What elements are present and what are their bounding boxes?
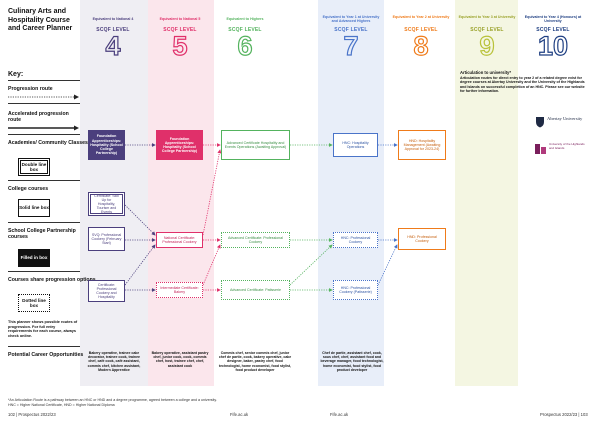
key-divider (8, 222, 80, 223)
course-foundation-apprenticeship-4: Foundation Apprenticeships: Hospitality … (88, 130, 125, 160)
course-skill-up-hospitality: Certificate: Skill Up for Hospitality, T… (88, 192, 125, 216)
footer-left: 102 | Prospectus 2022/23 (8, 412, 56, 417)
course-hnc-patisserie: HNC: Professional Cookery (Patisserie) (333, 280, 378, 300)
key-note: This planner shows possible routes of pr… (8, 320, 78, 338)
double-line-box-sample: Double line box (18, 158, 50, 176)
footnote-articulation: *An Articulation Route is a pathway betw… (8, 398, 217, 402)
scqf-level-number: 7 (343, 31, 359, 61)
career-list-4: Bakery operative, trainee cake decorator… (87, 351, 141, 372)
key-divider (8, 180, 80, 181)
key-progression-label: Progression route (8, 86, 53, 92)
column-bg-5 (148, 0, 214, 386)
key-academies-label: Academies/ Community Classes (8, 140, 88, 146)
scqf-label: SCQF LEVEL (334, 27, 368, 33)
footnote-abbreviations: HNC = Higher National Certificate, HND =… (8, 403, 115, 407)
dotted-line-box-sample: Dotted line box (18, 294, 50, 312)
solid-line-box-sample: Solid line box (18, 199, 50, 217)
scqf-level-number: 10 (537, 31, 569, 61)
course-adv-cert-patisserie: Advanced Certificate: Patisserie (221, 280, 290, 300)
key-divider (8, 103, 80, 104)
equivalent-label: Equivalent to Year 2 at University (392, 15, 450, 19)
footer-url-left[interactable]: Fife.ac.uk (230, 412, 249, 417)
course-adv-cert-cookery: Advanced Certificate: Professional Cooke… (221, 232, 290, 248)
articulation-heading: Articulation to university* (460, 70, 511, 75)
key-shared-label: Courses share progression options (8, 277, 96, 283)
crest-icon (536, 117, 544, 128)
key-divider (8, 271, 80, 272)
footer-right: Prospectus 2022/23 | 103 (540, 412, 588, 417)
scqf-label: SCQF LEVEL (404, 27, 438, 33)
key-accelerated-label: Accelerated progression route (8, 111, 69, 123)
career-list-7: Chef de partie, assistant chef, cook, so… (320, 351, 384, 372)
course-national-cert-cookery: National Certificate: Professional Cooke… (156, 232, 203, 248)
uhi-logo-text: University of the Highlands and Islands (549, 142, 585, 150)
column-bg-7 (318, 0, 384, 386)
key-heading: Key: (8, 71, 24, 78)
course-svq-cookery: SVQ: Professional Cookery (February Star… (88, 227, 125, 251)
equivalent-label: Equivalent to Year 1 at University and A… (322, 15, 380, 24)
course-cert-cookery-hospitality: Certificate: Professional Cookery and Ho… (88, 280, 125, 302)
progression-route-line (8, 94, 79, 100)
course-intermediate-bakery: Intermediate Certificate: Bakery (156, 282, 203, 298)
accelerated-route-line (8, 125, 79, 131)
scqf-label: SCQF LEVEL (470, 27, 504, 33)
scqf-level-number: 8 (413, 31, 429, 61)
filled-box-sample: Filled in box (18, 249, 50, 267)
course-hnc-cookery: HNC: Professional Cookery (333, 232, 378, 248)
abertay-logo: Abertay University (535, 115, 587, 131)
scqf-label: SCQF LEVEL (163, 27, 197, 33)
equivalent-label: Equivalent to National 4 (92, 17, 134, 21)
course-hnd-cookery: HND: Professional Cookery (398, 228, 446, 250)
course-foundation-apprenticeship-5: Foundation Apprenticeships: Hospitality … (156, 130, 203, 160)
careers-heading: Potential Career Opportunities (8, 352, 84, 358)
equivalent-label: Equivalent to Highers (226, 17, 264, 21)
course-hnc-hospitality: HNC: Hospitality Operations (333, 133, 378, 157)
equivalent-label: Equivalent to National 5 (159, 17, 201, 21)
column-bg-9 (455, 0, 518, 386)
key-partnership-label: School College Partnership courses (8, 228, 76, 240)
key-divider (8, 80, 80, 81)
articulation-body: Articulation routes for direct entry to … (460, 76, 585, 93)
scqf-level-number: 5 (172, 31, 188, 61)
course-adv-cert-hospitality: Advanced Certificate Hospitality and Eve… (221, 130, 290, 160)
scqf-label: SCQF LEVEL (536, 27, 570, 33)
uhi-mark-icon (535, 144, 546, 154)
scqf-level-number: 6 (237, 31, 253, 61)
scqf-label: SCQF LEVEL (228, 27, 262, 33)
abertay-logo-text: Abertay University (547, 116, 583, 121)
scqf-label: SCQF LEVEL (96, 27, 130, 33)
scqf-level-number: 9 (479, 31, 495, 61)
key-college-label: College courses (8, 186, 49, 192)
equivalent-label: Equivalent to Year 4 (Honours) at Univer… (524, 15, 582, 24)
page-title: Culinary Arts and Hospitality Course and… (8, 8, 73, 33)
scqf-level-number: 4 (105, 31, 121, 61)
uhi-logo: University of the Highlands and Islands (535, 142, 587, 160)
footer-url-right[interactable]: Fife.ac.uk (330, 412, 349, 417)
career-list-6: Commis chef, senior commis chef, junior … (218, 351, 292, 372)
career-list-5: Bakery operative, assistant pastry chef,… (151, 351, 209, 368)
equivalent-label: Equivalent to Year 3 at University (458, 15, 516, 19)
key-divider (8, 134, 80, 135)
course-hnd-hospitality: HND: Hospitality Management (Awaiting Ap… (398, 130, 446, 160)
key-divider (8, 346, 80, 347)
